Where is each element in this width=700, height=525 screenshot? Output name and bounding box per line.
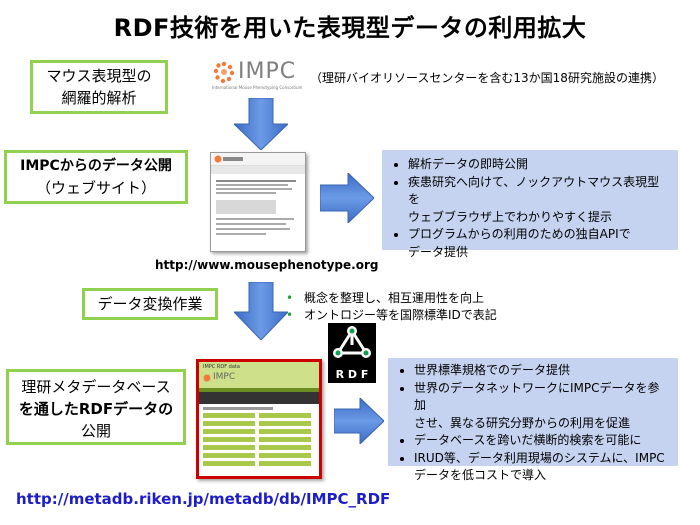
bullet-impc-1: 解析データの即時公開 (408, 156, 670, 174)
page-title: RDF技術を用いた表現型データの利用拡大 (113, 14, 587, 42)
partner-note: （理研バイオリソースセンターを含む13か国18研究施設の連携） (310, 71, 664, 85)
website-url[interactable]: http://www.mousephenotype.org (155, 258, 379, 272)
arrow-down-icon (234, 98, 288, 150)
metadb-screenshot: IMPC RDF data IMPC (196, 359, 322, 479)
box-impc-publication-line1: IMPCからのデータ公開 (20, 158, 172, 174)
arrow-right-icon-2 (334, 398, 384, 444)
bullet-metadb-2: 世界のデータネットワークにIMPCデータを参加させ、異なる研究分野からの利用を促… (414, 380, 670, 433)
box-mouse-phenotype: マウス表現型の 網羅的解析 (30, 60, 168, 114)
conversion-bullets: 概念を整理し、相互運用性を向上 オントロジー等を国際標準IDで表記 (286, 290, 497, 324)
arrow-down-icon-2 (234, 282, 288, 340)
conversion-bullet-2: オントロジー等を国際標準IDで表記 (286, 307, 497, 324)
metadb-brand: IMPC (213, 372, 236, 382)
box-mouse-phenotype-line1: マウス表現型の (46, 67, 152, 85)
box-data-conversion: データ変換作業 (82, 288, 218, 320)
box-impc-publication-line2: （ウェブサイト） (35, 179, 156, 197)
conversion-bullet-1: 概念を整理し、相互運用性を向上 (286, 290, 497, 307)
box-metadb-publication: 理研メタデータベース を通したRDFデータの 公開 (6, 369, 186, 445)
impc-logo: IMPC International Mouse Phenotyping Con… (212, 58, 304, 94)
impc-logo-mark-icon (213, 61, 235, 84)
metadb-url[interactable]: http://metadb.riken.jp/metadb/db/IMPC_RD… (16, 490, 391, 508)
impc-website-screenshot (210, 152, 306, 252)
impc-logo-caption: International Mouse Phenotyping Consorti… (212, 85, 303, 90)
rdf-logo-text: R D F (335, 368, 369, 381)
box-impc-publication: IMPCからのデータ公開 （ウェブサイト） (4, 150, 188, 204)
box-metadb-line2: を通したRDFデータの (18, 400, 174, 418)
impc-logo-text: IMPC (238, 59, 297, 84)
impc-mini-logo-icon (214, 155, 243, 163)
bullet-box-metadb: 世界標準規格でのデータ提供 世界のデータネットワークにIMPCデータを参加させ、… (388, 358, 678, 482)
rdf-logo: R D F (328, 323, 376, 383)
bullet-box-impc: 解析データの即時公開 疾患研究へ向けて、ノックアウトマウス表現型をウェブブラウザ… (382, 150, 678, 259)
metadb-impc-mark-icon (203, 374, 211, 382)
rdf-graph-icon (333, 326, 371, 358)
box-metadb-line1: 理研メタデータベース (21, 378, 171, 396)
bullet-metadb-1: 世界標準規格でのデータ提供 (414, 362, 670, 380)
box-mouse-phenotype-line2: 網羅的解析 (61, 89, 137, 107)
box-metadb-line3: 公開 (80, 422, 111, 440)
bullet-metadb-3: データベースを跨いだ横断的検索を可能に (414, 432, 670, 450)
arrow-right-icon (320, 173, 374, 223)
box-data-conversion-label: データ変換作業 (97, 295, 203, 313)
metadb-header: IMPC RDF data (203, 364, 240, 370)
